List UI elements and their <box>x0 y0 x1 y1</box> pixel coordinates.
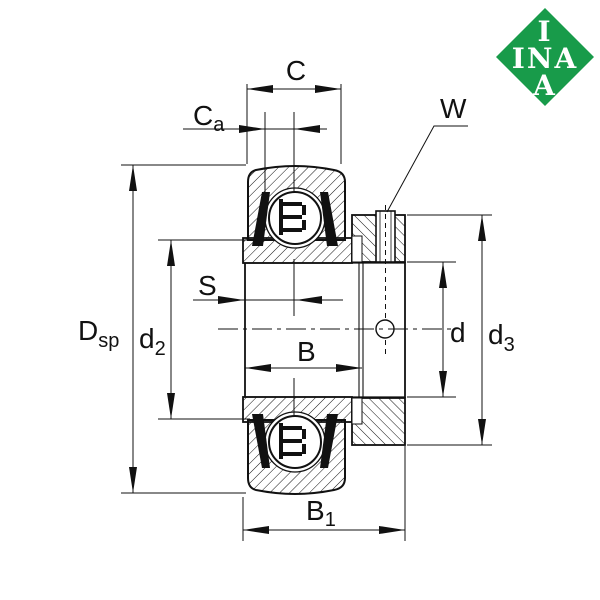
locking-collar-bottom-section <box>351 397 406 446</box>
label-ca: Ca <box>193 100 225 136</box>
dimension-s <box>193 296 343 304</box>
logo-letter-bottom: A <box>532 69 557 102</box>
ina-logo: I INA A <box>496 8 594 106</box>
seal-bottom-right <box>320 414 338 468</box>
seal-top-left <box>252 192 270 246</box>
label-c: C <box>286 55 306 86</box>
ball-top <box>268 191 322 245</box>
label-s: S <box>198 270 217 301</box>
dimension-dsp <box>121 164 246 494</box>
dimension-d2 <box>158 239 250 420</box>
label-d3: d3 <box>488 319 515 356</box>
label-w: W <box>440 93 467 124</box>
logo-letter-middle: INA <box>512 42 578 75</box>
dimension-b1 <box>242 446 406 541</box>
label-dsp: Dsp <box>78 315 119 352</box>
ball-bottom <box>268 415 322 469</box>
logo-letter-top: I <box>537 15 552 48</box>
dimension-ca <box>183 112 327 196</box>
dimension-d3 <box>407 214 492 446</box>
dimension-b <box>245 364 362 372</box>
label-b1: B1 <box>306 495 336 531</box>
seal-top-right <box>320 192 338 246</box>
locking-collar-top-section <box>351 205 406 355</box>
dimension-d <box>407 261 456 398</box>
seal-bottom-left <box>252 414 270 468</box>
shaft-sleeve-front <box>243 262 406 398</box>
dimension-w-leader <box>386 125 468 213</box>
label-b: B <box>297 336 316 367</box>
dimension-c <box>246 84 342 164</box>
label-d: d <box>450 317 466 348</box>
logo-diamond <box>496 8 594 106</box>
label-d2: d2 <box>139 323 166 360</box>
